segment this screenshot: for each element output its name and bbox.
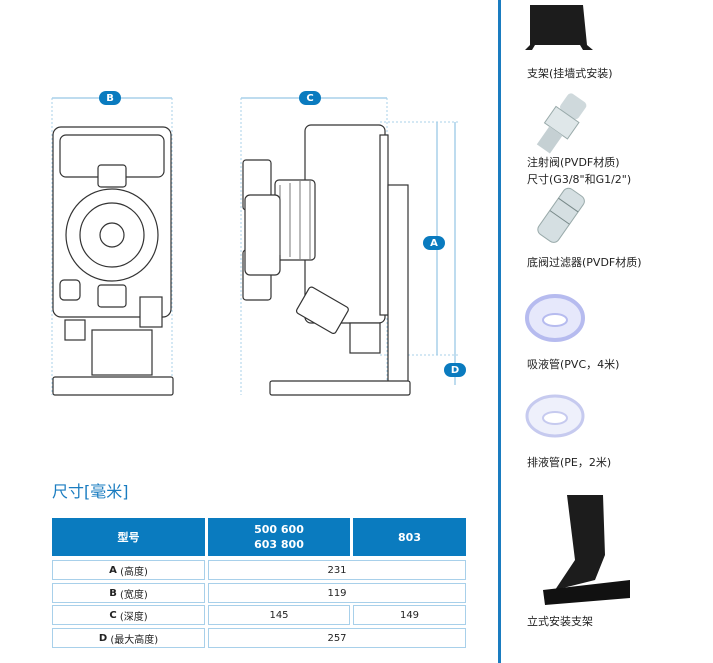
accessory-caption: 注射阀(PVDF材质) <box>527 156 620 169</box>
row-value: 145 <box>208 605 350 625</box>
row-value: 119 <box>208 583 466 603</box>
header-model: 型号 <box>52 518 205 556</box>
header-line: 603 800 <box>254 538 304 551</box>
header-line: 500 600 <box>254 523 304 536</box>
row-label: A (高度) <box>52 560 205 580</box>
header-model-803: 803 <box>353 518 466 556</box>
row-value: 231 <box>208 560 466 580</box>
discharge-tube-image <box>525 394 585 438</box>
accessory-caption: 吸液管(PVC，4米) <box>527 358 620 371</box>
header-model-group-1: 500 600 603 800 <box>208 518 350 556</box>
dimension-b-label: B <box>99 91 121 105</box>
accessory-images <box>525 5 630 605</box>
dimension-a-label: A <box>423 236 445 250</box>
wall-bracket-image <box>525 5 593 50</box>
foot-valve-image <box>537 187 585 243</box>
accessory-caption: 底阀过滤器(PVDF材质) <box>527 256 642 269</box>
row-value: 149 <box>353 605 466 625</box>
injection-valve-image <box>536 93 587 154</box>
row-value: 257 <box>208 628 466 648</box>
floor-stand-image <box>543 495 630 605</box>
row-label: D (最大高度) <box>52 628 205 648</box>
column-divider <box>498 0 501 663</box>
dimension-c-label: C <box>299 91 321 105</box>
section-title: 尺寸[毫米] <box>52 482 129 501</box>
pump-dimension-drawing <box>51 97 458 396</box>
accessory-caption: 立式安装支架 <box>527 615 593 628</box>
suction-tube-image <box>525 294 585 342</box>
accessory-caption: 排液管(PE，2米) <box>527 456 612 469</box>
row-label: B (宽度) <box>52 583 205 603</box>
row-label: C (深度) <box>52 605 205 625</box>
dimension-d-label: D <box>444 363 466 377</box>
accessory-caption: 尺寸(G3/8"和G1/2") <box>527 173 632 186</box>
accessory-caption: 支架(挂墙式安装) <box>527 67 613 80</box>
